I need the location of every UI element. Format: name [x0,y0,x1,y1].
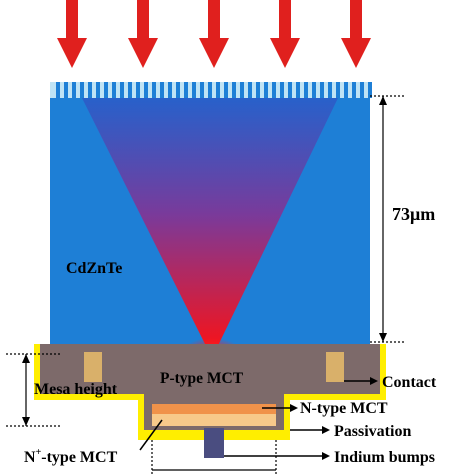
texture-groove [232,82,236,98]
texture-groove [136,82,140,98]
light-cone [82,98,338,358]
n-type-label: N-type MCT [300,400,388,417]
n-plus-layer [152,414,276,426]
n-type-callout-head [290,404,298,412]
texture-groove [112,82,116,98]
incident-arrow-2 [128,0,158,68]
texture-groove [296,82,300,98]
texture-groove [352,82,356,98]
texture-groove [88,82,92,98]
texture-groove [192,82,196,98]
texture-groove [336,82,340,98]
texture-groove [288,82,292,98]
texture-groove [248,82,252,98]
mesa-height-label: Mesa height [34,381,118,398]
texture-groove [64,82,68,98]
texture-groove [256,82,260,98]
texture-groove [72,82,76,98]
n-plus-callout [139,419,163,451]
thickness-arrow-bottom [379,333,387,342]
texture-groove [160,82,164,98]
texture-groove [184,82,188,98]
contact-callout-head [370,377,378,385]
texture-groove [80,82,84,98]
texture-groove [168,82,172,98]
texture-groove [200,82,204,98]
texture-groove [152,82,156,98]
incident-arrow-1 [57,0,87,68]
texture-groove [208,82,212,98]
texture-groove [216,82,220,98]
passivation-callout-head [322,426,330,434]
substrate-label: CdZnTe [66,260,122,277]
texture-groove [104,82,108,98]
mesa-arrow-top [22,354,30,363]
texture-groove [280,82,284,98]
texture-groove [96,82,100,98]
texture-groove [56,82,60,98]
texture-groove [368,82,372,98]
passivation-label: Passivation [334,423,411,440]
texture-groove [304,82,308,98]
texture-groove [144,82,148,98]
texture-groove [240,82,244,98]
incident-light-arrows [57,0,371,68]
indium-bumps-label: Indium bumps [334,449,435,466]
texture-groove [320,82,324,98]
indium-bump [204,428,224,458]
texture-groove [272,82,276,98]
texture-groove [120,82,124,98]
n-plus-type-label: N+-type MCT [24,447,118,466]
texture-groove [360,82,364,98]
texture-groove [128,82,132,98]
p-type-region [150,348,278,398]
left-contact [84,352,102,382]
texture-groove [264,82,268,98]
incident-arrow-4 [270,0,300,68]
incident-arrow-3 [199,0,229,68]
n-type-layer [152,404,276,414]
texture-groove [224,82,228,98]
texture-groove [328,82,332,98]
texture-groove [312,82,316,98]
thickness-arrow-top [379,96,387,105]
textured-surface [50,82,372,98]
mesa-arrow-bottom [22,417,30,426]
texture-groove [344,82,348,98]
indium-callout-head [322,452,330,460]
incident-arrow-5 [341,0,371,68]
texture-groove [176,82,180,98]
right-contact [326,352,344,382]
p-type-label: P-type MCT [160,370,244,387]
contact-label: Contact [382,374,437,391]
thickness-label: 73μm [392,204,435,224]
